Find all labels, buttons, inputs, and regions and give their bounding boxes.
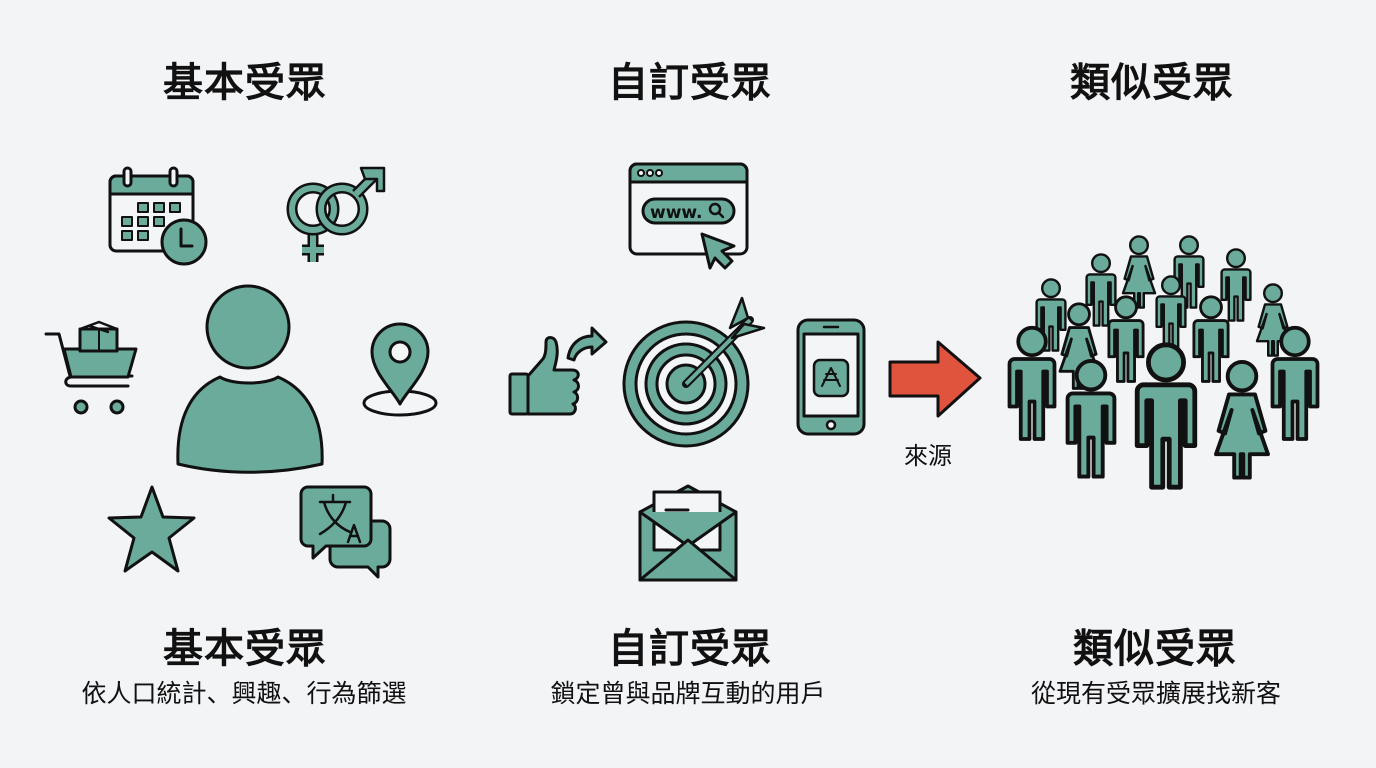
crowd-icon xyxy=(1007,235,1320,544)
browser-url-text: www. xyxy=(650,203,703,223)
target-icon xyxy=(622,296,766,448)
gender-icon xyxy=(286,166,386,262)
email-icon xyxy=(638,484,738,582)
source-label: 來源 xyxy=(904,442,952,470)
lookalike-audience-top-title: 類似受眾 xyxy=(1070,60,1234,106)
calendar-clock-icon xyxy=(108,166,208,266)
custom-audience-description: 鎖定曾與品牌互動的用戶 xyxy=(550,679,826,708)
lookalike-audience-description: 從現有受眾擴展找新客 xyxy=(1030,679,1281,708)
basic-audience-top-title: 基本受眾 xyxy=(163,60,327,106)
custom-audience-top-title: 自訂受眾 xyxy=(608,60,772,106)
thumbs-up-share-icon xyxy=(508,326,608,416)
shopping-cart-icon xyxy=(44,320,138,415)
location-pin-icon xyxy=(362,322,438,417)
basic-audience-title: 基本受眾 xyxy=(163,626,327,672)
browser-icon: www. xyxy=(628,162,749,270)
mobile-app-icon xyxy=(796,318,866,436)
translate-icon xyxy=(299,485,392,579)
lookalike-audience-title: 類似受眾 xyxy=(1073,626,1237,672)
star-icon xyxy=(107,485,196,573)
basic-audience-description: 依人口統計、興趣、行為篩選 xyxy=(81,679,407,708)
arrow-right-icon xyxy=(888,340,982,418)
custom-audience-title: 自訂受眾 xyxy=(608,626,772,672)
person-icon xyxy=(176,284,324,474)
